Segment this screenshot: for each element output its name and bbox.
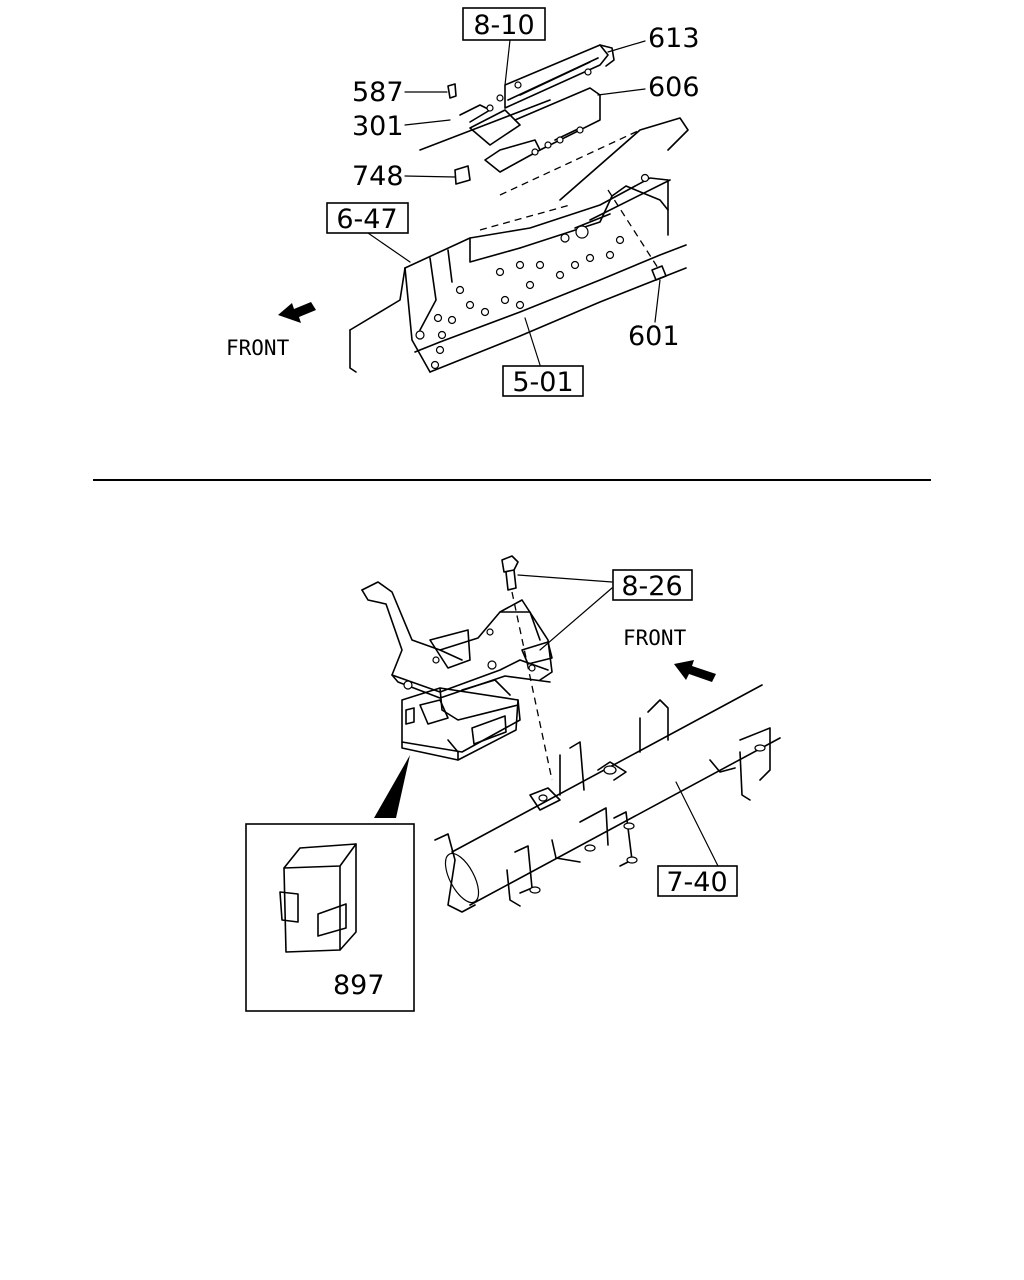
part-606: 606 [648,72,700,103]
ref-box-7-40 [657,865,738,897]
mounting-bracket-drawing [361,581,553,699]
part-748: 748 [352,161,404,192]
leader-8-26-b [539,587,613,651]
ref-8-10: 8-10 [473,10,534,41]
leader-613 [607,40,646,53]
bottom-view: 8-26 7-40 897 FRONT [245,555,781,1012]
leader-8-10 [504,39,511,86]
frame-rail-drawing [349,99,689,373]
front-label-bottom: FRONT [623,626,687,650]
leader-301 [404,119,451,126]
leader-606 [597,88,646,96]
part-587: 587 [352,77,404,108]
ref-box-8-26 [612,569,693,601]
leader-748 [404,175,456,178]
detail-box [245,823,415,1012]
part-897: 897 [333,970,385,1001]
leader-8-26-a [517,574,613,583]
front-label-top: FRONT [226,336,290,360]
dashed-line-3 [479,204,571,231]
callout-pointer-icon [374,755,410,818]
detail-unit-drawing [279,843,357,953]
part-613: 613 [648,23,700,54]
ref-7-40: 7-40 [666,867,727,898]
part-601: 601 [628,321,680,352]
control-unit-drawing [401,679,521,761]
nut-601-shape [651,265,667,281]
top-view: 8-10 6-47 5-01 613 606 587 301 748 601 F… [226,7,700,398]
module-bracket-drawing [447,44,615,185]
dashed-line-1 [499,129,641,196]
leader-7-40 [675,781,719,867]
ref-8-26: 8-26 [621,571,682,602]
dashed-line-2 [607,189,659,269]
part-301: 301 [352,111,404,142]
ref-box-8-10 [462,7,546,41]
front-arrow-bottom-icon [674,660,716,682]
leader-5-01 [524,317,541,366]
ref-box-5-01 [502,365,584,397]
bolt-drawing [501,555,553,781]
ref-box-6-47 [326,202,409,234]
ref-6-47: 6-47 [336,204,397,235]
leader-601 [654,279,661,323]
front-arrow-icon [278,302,316,323]
cross-tube-drawing [434,684,781,913]
ref-5-01: 5-01 [512,367,573,398]
leader-6-47 [367,232,411,263]
